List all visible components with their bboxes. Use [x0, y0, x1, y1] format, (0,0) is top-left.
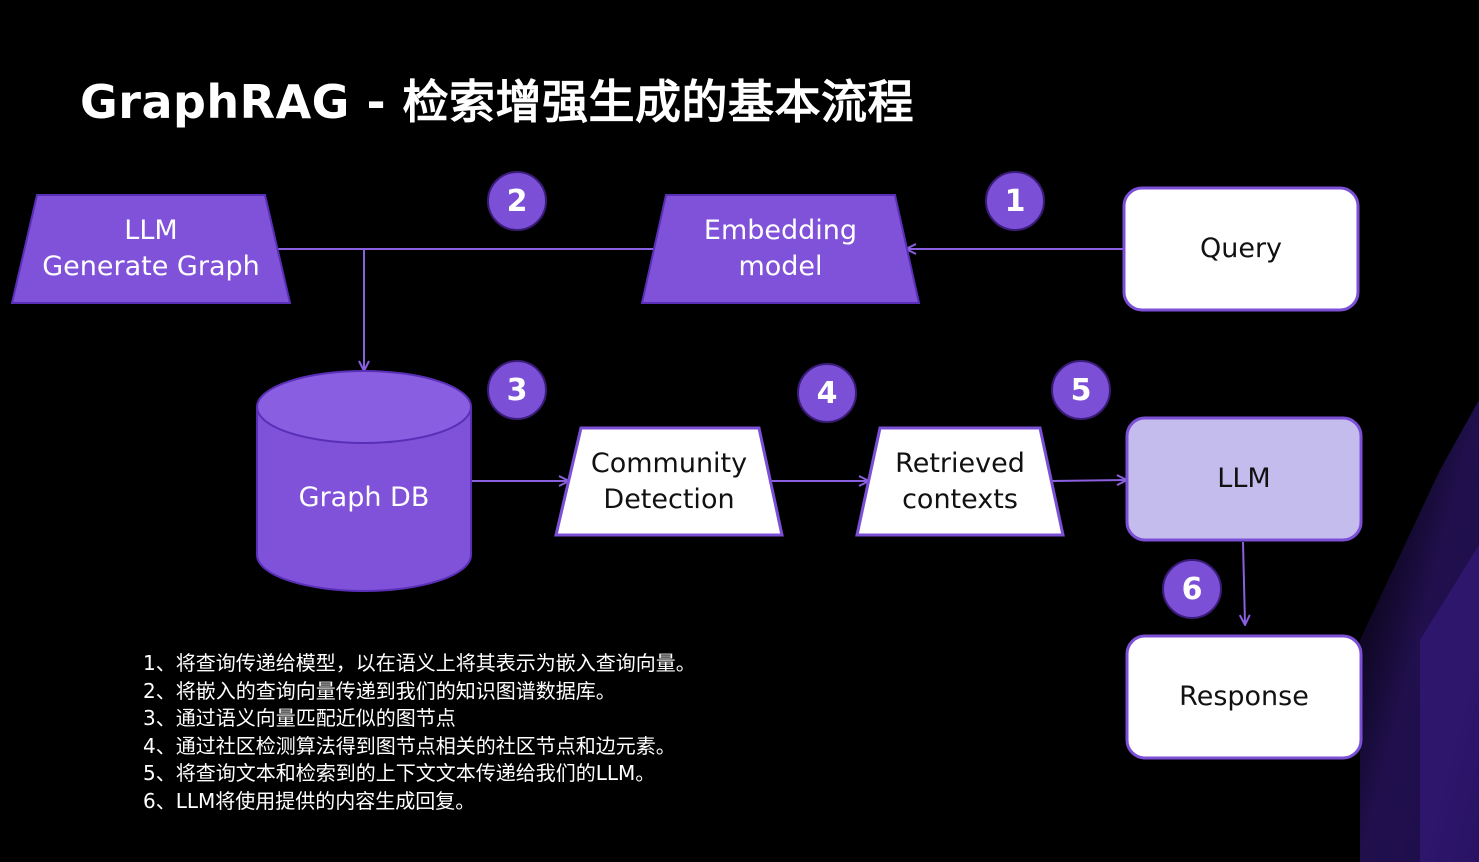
step-badge-2: 2: [487, 171, 547, 231]
step-badge-3: 3: [487, 360, 547, 420]
query-shape: [1122, 186, 1360, 312]
embedding-model-shape: [640, 194, 921, 304]
community-detection-shape: [554, 426, 784, 537]
graph-db-label: Graph DB: [298, 482, 430, 513]
response-shape: [1125, 634, 1363, 760]
step-badge-4: 4: [797, 363, 857, 423]
corner-glow: [1360, 400, 1479, 862]
step-badge-1: 1: [985, 171, 1045, 231]
llm-shape: [1125, 416, 1363, 542]
step-note: 4、通过社区检测算法得到图节点相关的社区节点和边元素。: [143, 733, 676, 758]
corner-glow-edge: [1420, 545, 1479, 862]
page-title: GraphRAG - 检索增强生成的基本流程: [80, 75, 915, 129]
llm-generate-graph-shape: [10, 194, 292, 304]
connector-llm-to-response: [1243, 541, 1245, 624]
retrieved-contexts-shape: [855, 426, 1065, 537]
llm-label: LLM: [1217, 463, 1271, 494]
step-note: 1、将查询传递给模型，以在语义上将其表示为嵌入查询向量。: [143, 651, 696, 675]
step-badge-6: 6: [1162, 559, 1222, 619]
graph-db-shape: [256, 406, 472, 592]
embedding-model-label: Embedding model: [703, 215, 858, 282]
llm-generate-graph-label: LLM Generate Graph: [42, 215, 260, 282]
step-notes-list: 1、将查询传递给模型，以在语义上将其表示为嵌入查询向量。 2、将嵌入的查询向量传…: [143, 650, 696, 815]
step-note: 5、将查询文本和检索到的上下文文本传递给我们的LLM。: [143, 761, 656, 785]
community-detection-label: Community Detection: [590, 447, 748, 515]
query-label: Query: [1199, 233, 1283, 264]
step-note: 3、通过语义向量匹配近似的图节点: [143, 706, 456, 730]
step-badge-5: 5: [1051, 360, 1111, 420]
step-note: 2、将嵌入的查询向量传递到我们的知识图谱数据库。: [143, 678, 616, 703]
step-note: 6、LLM将使用提供的内容生成回复。: [143, 788, 476, 813]
graph-db-top: [256, 370, 472, 444]
response-label: Response: [1179, 681, 1309, 712]
connector-retrieved-to-llm: [1051, 480, 1126, 481]
retrieved-contexts-label: Retrieved contexts: [895, 447, 1025, 515]
